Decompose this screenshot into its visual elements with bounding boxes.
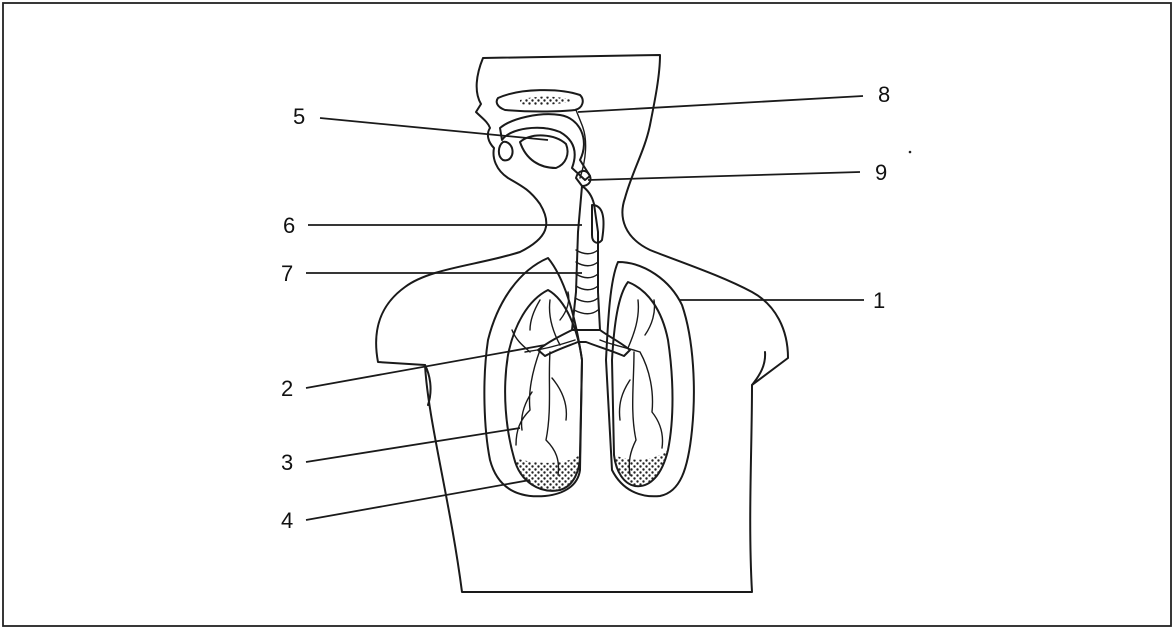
lips [499,142,513,161]
figure-border [3,3,1171,626]
right-bronchioles [600,300,663,475]
main-bronchi [538,330,630,356]
label-8: 8 [878,82,890,107]
left-lung-base [514,455,580,491]
label-3: 3 [281,450,293,475]
leader-line-8 [578,96,863,112]
stray-dot [909,151,912,154]
left-pleura [484,258,582,496]
label-2: 2 [281,376,293,401]
label-5: 5 [293,104,305,129]
left-bronchioles [512,292,575,475]
label-1: 1 [873,288,885,313]
label-6: 6 [283,213,295,238]
trachea [572,186,600,330]
nasal-shading [520,97,572,105]
label-9: 9 [875,160,887,185]
leader-line-4 [306,480,530,520]
label-7: 7 [281,261,293,286]
leader-line-9 [588,172,860,180]
mouth-cavity [500,114,590,180]
label-4: 4 [281,508,293,533]
right-lung-base [614,450,668,486]
